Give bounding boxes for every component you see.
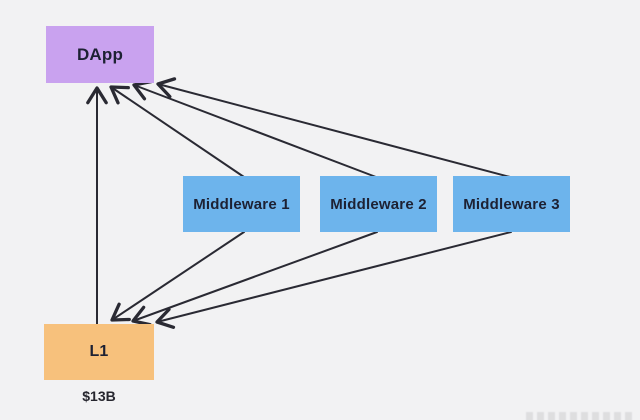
edge-middleware1-to-l1	[110, 231, 245, 322]
node-middleware-1-label: Middleware 1	[193, 195, 290, 213]
node-middleware-3-label: Middleware 3	[463, 195, 560, 213]
edge-middleware2-to-l1	[131, 231, 378, 327]
node-middleware-1: Middleware 1	[183, 176, 300, 232]
edge-middleware1-to-dapp	[109, 85, 245, 178]
node-l1-label: L1	[89, 343, 109, 360]
node-middleware-3: Middleware 3	[453, 176, 570, 232]
node-dapp-label: DApp	[76, 44, 124, 64]
edge-middleware3-to-dapp	[156, 77, 511, 178]
watermark	[526, 412, 636, 420]
l1-value-caption: $13B	[82, 388, 116, 404]
node-middleware-2: Middleware 2	[320, 176, 437, 232]
edge-middleware3-to-l1	[155, 231, 512, 329]
node-dapp: DApp	[46, 26, 154, 83]
node-l1: L1	[44, 324, 154, 380]
edge-middleware2-to-dapp	[132, 79, 377, 178]
node-middleware-2-label: Middleware 2	[330, 195, 427, 213]
